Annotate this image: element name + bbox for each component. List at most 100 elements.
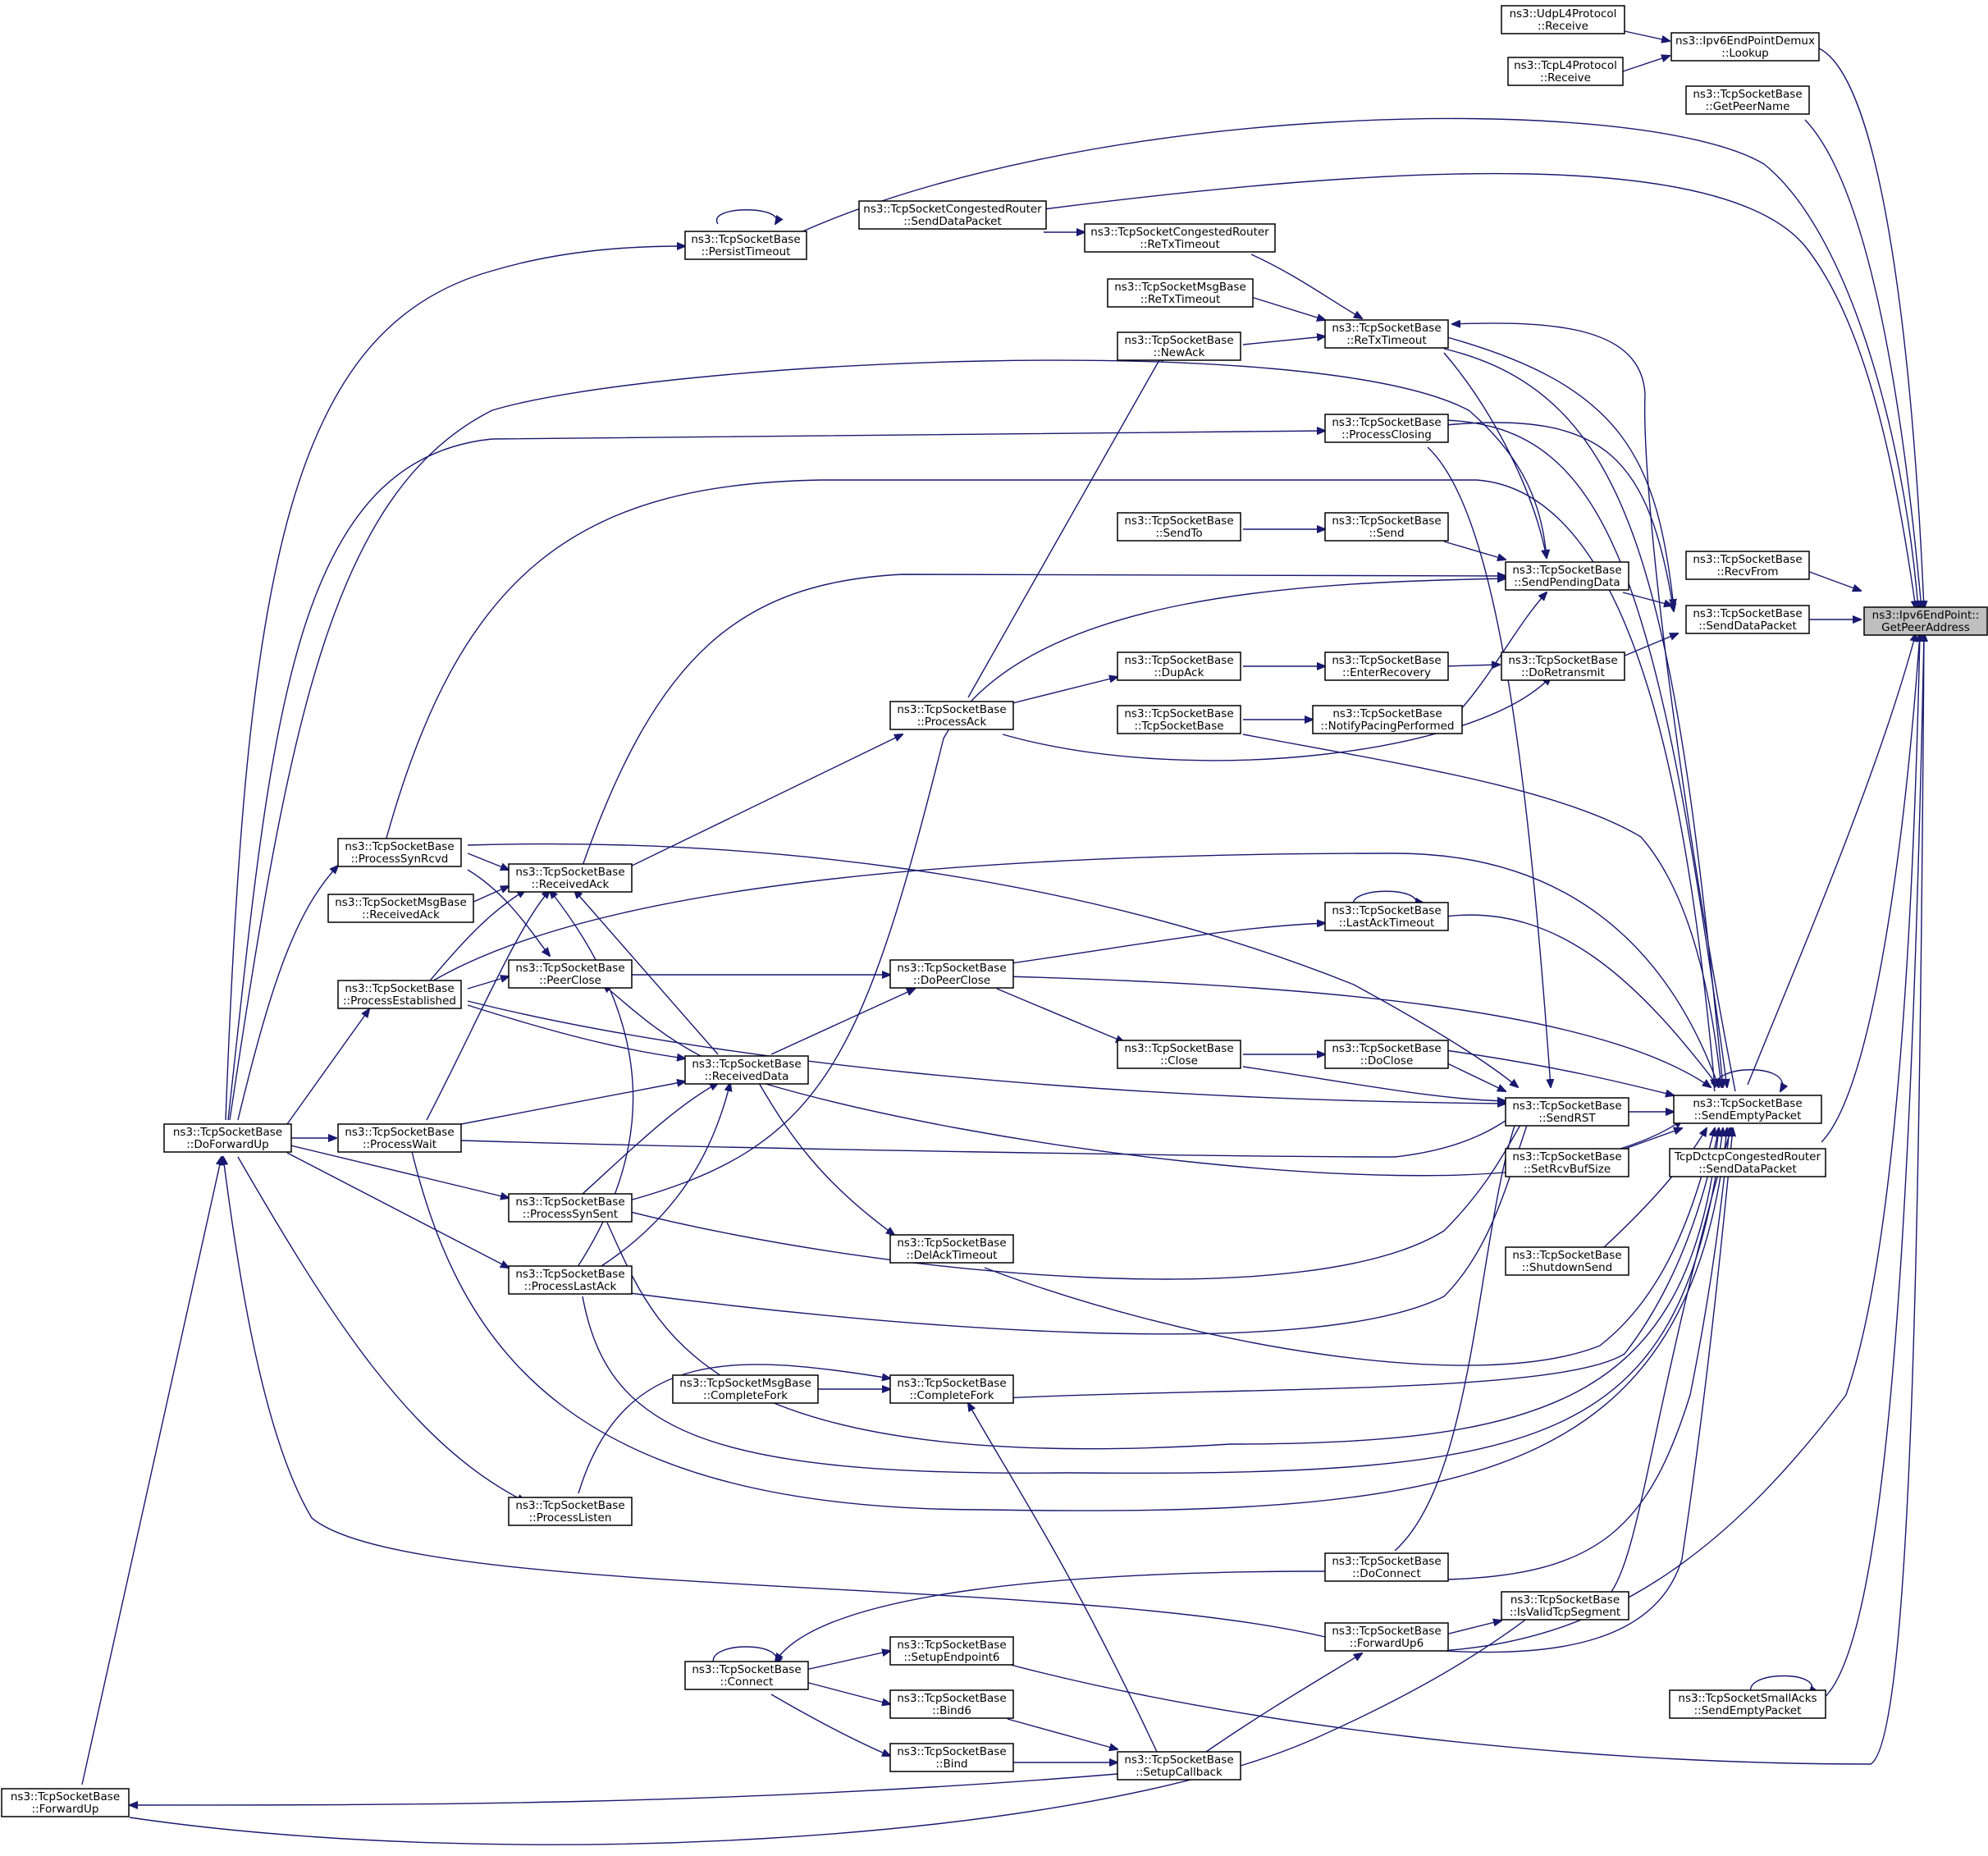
node-newack[interactable]: ns3::TcpSocketBase::NewAck bbox=[1117, 331, 1241, 361]
node-scope-label: ns3::TcpSocketBase bbox=[1332, 514, 1441, 528]
node-getpeername[interactable]: ns3::TcpSocketBase::GetPeerName bbox=[1685, 85, 1810, 115]
edge-delacktimeout-to-sendemptypacket bbox=[984, 1128, 1715, 1366]
edge-demux-to-focus bbox=[1817, 47, 1924, 609]
node-scope-label: ns3::TcpSocketBase bbox=[1332, 707, 1442, 720]
node-member-label: ::Bind bbox=[935, 1758, 967, 1771]
node-sendpendingdata[interactable]: ns3::TcpSocketBase::SendPendingData bbox=[1505, 561, 1629, 591]
node-box bbox=[1669, 1689, 1826, 1719]
node-processsynsent[interactable]: ns3::TcpSocketBase::ProcessSynSent bbox=[508, 1193, 633, 1223]
node-close[interactable]: ns3::TcpSocketBase::Close bbox=[1117, 1040, 1241, 1069]
node-forwardup6[interactable]: ns3::TcpSocketBase::ForwardUp6 bbox=[1324, 1622, 1449, 1652]
node-send[interactable]: ns3::TcpSocketBase::Send bbox=[1324, 512, 1449, 542]
node-box bbox=[1670, 32, 1820, 62]
node-member-label: GetPeerAddress bbox=[1881, 621, 1970, 634]
node-persisttimeout[interactable]: ns3::TcpSocketBase::PersistTimeout bbox=[684, 231, 807, 260]
node-doforwardup[interactable]: ns3::TcpSocketBase::DoForwardUp bbox=[163, 1123, 292, 1153]
node-isvalidtcpsegment[interactable]: ns3::TcpSocketBase::IsValidTcpSegment bbox=[1501, 1591, 1629, 1621]
node-box bbox=[1505, 1097, 1629, 1127]
node-enterrecovery[interactable]: ns3::TcpSocketBase::EnterRecovery bbox=[1324, 651, 1449, 681]
node-router-senddatapacket[interactable]: ns3::TcpSocketCongestedRouter::SendDataP… bbox=[858, 200, 1047, 230]
node-scope-label: ns3::TcpSocketBase bbox=[515, 962, 624, 975]
node-bind[interactable]: ns3::TcpSocketBase::Bind bbox=[889, 1743, 1014, 1772]
node-box bbox=[1324, 902, 1449, 931]
node-processclosing[interactable]: ns3::TcpSocketBase::ProcessClosing bbox=[1324, 414, 1449, 443]
node-smallacks-sendemptypacket[interactable]: ns3::TcpSocketSmallAcks::SendEmptyPacket bbox=[1669, 1689, 1826, 1719]
node-senddatapacket[interactable]: ns3::TcpSocketBase::SendDataPacket bbox=[1685, 605, 1810, 634]
node-member-label: ::SendDataPacket bbox=[1698, 1163, 1797, 1176]
node-scope-label: ns3::TcpSocketBase bbox=[1693, 1097, 1802, 1110]
node-doretransmit[interactable]: ns3::TcpSocketBase::DoRetransmit bbox=[1501, 651, 1625, 681]
node-connect[interactable]: ns3::TcpSocketBase::Connect bbox=[684, 1661, 809, 1690]
node-member-label: ::CompleteFork bbox=[703, 1389, 788, 1402]
node-processlastack[interactable]: ns3::TcpSocketBase::ProcessLastAck bbox=[508, 1265, 633, 1295]
node-box bbox=[1685, 85, 1810, 115]
node-box bbox=[1324, 319, 1449, 349]
node-setupendpoint6[interactable]: ns3::TcpSocketBase::SetupEndpoint6 bbox=[889, 1636, 1014, 1666]
node-msgbase-completefork[interactable]: ns3::TcpSocketMsgBase::CompleteFork bbox=[672, 1374, 819, 1404]
node-scope-label: ns3::TcpSocketBase bbox=[1124, 654, 1233, 667]
node-receivedack[interactable]: ns3::TcpSocketBase::ReceivedAck bbox=[508, 863, 633, 893]
node-member-label: ::SendTo bbox=[1155, 527, 1202, 540]
node-peerclose[interactable]: ns3::TcpSocketBase::PeerClose bbox=[508, 959, 633, 989]
node-member-label: ::ReTxTimeout bbox=[1140, 293, 1221, 306]
node-box bbox=[1685, 605, 1810, 634]
node-demux-lookup[interactable]: ns3::Ipv6EndPointDemux::Lookup bbox=[1670, 32, 1820, 62]
node-box bbox=[163, 1123, 292, 1153]
node-forwardup[interactable]: ns3::TcpSocketBase::ForwardUp bbox=[1, 1788, 130, 1817]
node-sendto[interactable]: ns3::TcpSocketBase::SendTo bbox=[1117, 512, 1241, 542]
edge-processlastack-to-sendemptypacket bbox=[582, 1128, 1723, 1474]
node-box bbox=[1117, 1040, 1241, 1069]
node-scope-label: ns3::TcpSocketBase bbox=[897, 703, 1006, 716]
node-dctcp-senddatapacket[interactable]: TcpDctcpCongestedRouter::SendDataPacket bbox=[1669, 1148, 1826, 1177]
node-recvfrom[interactable]: ns3::TcpSocketBase::RecvFrom bbox=[1685, 551, 1810, 580]
node-retxtimeout[interactable]: ns3::TcpSocketBase::ReTxTimeout bbox=[1324, 319, 1449, 349]
edge-persisttimeout-self bbox=[715, 209, 776, 224]
node-tcpsocketbase[interactable]: ns3::TcpSocketBase::TcpSocketBase bbox=[1117, 705, 1241, 734]
node-processack[interactable]: ns3::TcpSocketBase::ProcessAck bbox=[889, 701, 1014, 730]
node-member-label: ::ProcessClosing bbox=[1341, 428, 1432, 441]
node-box bbox=[684, 1661, 809, 1690]
node-setupcallback[interactable]: ns3::TcpSocketBase::SetupCallback bbox=[1117, 1751, 1241, 1781]
node-receiveddata[interactable]: ns3::TcpSocketBase::ReceivedData bbox=[684, 1055, 809, 1085]
node-bind6[interactable]: ns3::TcpSocketBase::Bind6 bbox=[889, 1689, 1014, 1719]
node-doconnect[interactable]: ns3::TcpSocketBase::DoConnect bbox=[1324, 1552, 1449, 1582]
node-dopeerclose[interactable]: ns3::TcpSocketBase::DoPeerClose bbox=[889, 959, 1014, 989]
node-processlisten[interactable]: ns3::TcpSocketBase::ProcessListen bbox=[508, 1497, 633, 1526]
node-box bbox=[508, 1497, 633, 1526]
edge-close-to-sendrst bbox=[1242, 1066, 1506, 1101]
node-notifypacing[interactable]: ns3::TcpSocketBase::NotifyPacingPerforme… bbox=[1312, 705, 1463, 734]
node-scope-label: ns3::TcpSocketBase bbox=[515, 1499, 624, 1512]
node-scope-label: ns3::TcpSocketBase bbox=[515, 866, 624, 879]
node-delacktimeout[interactable]: ns3::TcpSocketBase::DelAckTimeout bbox=[889, 1234, 1014, 1264]
node-udp-receive[interactable]: ns3::UdpL4Protocol::Receive bbox=[1501, 5, 1625, 34]
node-router-retxtimeout[interactable]: ns3::TcpSocketCongestedRouter::ReTxTimeo… bbox=[1084, 223, 1276, 253]
node-msgbase-receivedack[interactable]: ns3::TcpSocketMsgBase::ReceivedAck bbox=[327, 894, 474, 923]
node-box bbox=[508, 1265, 633, 1295]
edge-processsynsent-to-sendrst bbox=[623, 1116, 1526, 1280]
edge-doforwardup-to-processlisten bbox=[237, 1156, 525, 1502]
edge-shutdownsend-to-sendemptypacket bbox=[1603, 1128, 1707, 1248]
node-processestablished[interactable]: ns3::TcpSocketBase::ProcessEstablished bbox=[337, 980, 462, 1009]
node-dupack[interactable]: ns3::TcpSocketBase::DupAck bbox=[1117, 651, 1241, 681]
node-lastacktimeout[interactable]: ns3::TcpSocketBase::LastAckTimeout bbox=[1324, 902, 1449, 931]
node-shutdownsend[interactable]: ns3::TcpSocketBase::ShutdownSend bbox=[1505, 1246, 1629, 1276]
node-scope-label: ns3::Ipv6EndPointDemux bbox=[1675, 34, 1815, 48]
node-box bbox=[508, 863, 633, 893]
node-setrcvbufsize[interactable]: ns3::TcpSocketBase::SetRcvBufSize bbox=[1505, 1148, 1629, 1177]
edge-recvfrom-to-focus bbox=[1804, 569, 1861, 591]
node-sendemptypacket[interactable]: ns3::TcpSocketBase::SendEmptyPacket bbox=[1673, 1095, 1822, 1124]
node-doclose[interactable]: ns3::TcpSocketBase::DoClose bbox=[1324, 1040, 1449, 1069]
node-box bbox=[1505, 1246, 1629, 1276]
node-sendrst[interactable]: ns3::TcpSocketBase::SendRST bbox=[1505, 1097, 1629, 1127]
edge-doconnect-to-sendrst bbox=[1394, 1116, 1518, 1552]
node-member-label: ::ProcessAck bbox=[917, 715, 987, 729]
node-processwait[interactable]: ns3::TcpSocketBase::ProcessWait bbox=[337, 1123, 462, 1153]
node-member-label: ::SendDataPacket bbox=[903, 215, 1002, 228]
node-tcp-l4-receive[interactable]: ns3::TcpL4Protocol::Receive bbox=[1507, 57, 1624, 86]
edge-doforwardup-to-processsynsent bbox=[286, 1144, 509, 1198]
node-msgbase-retxtimeout[interactable]: ns3::TcpSocketMsgBase::ReTxTimeout bbox=[1107, 278, 1254, 308]
node-ipv6-getpeeraddress[interactable]: ns3::Ipv6EndPoint::GetPeerAddress bbox=[1863, 606, 1988, 636]
node-processsynrcvd[interactable]: ns3::TcpSocketBase::ProcessSynRcvd bbox=[337, 838, 462, 867]
edge-routersend-to-focus bbox=[1043, 172, 1916, 609]
node-completefork[interactable]: ns3::TcpSocketBase::CompleteFork bbox=[889, 1374, 1014, 1404]
